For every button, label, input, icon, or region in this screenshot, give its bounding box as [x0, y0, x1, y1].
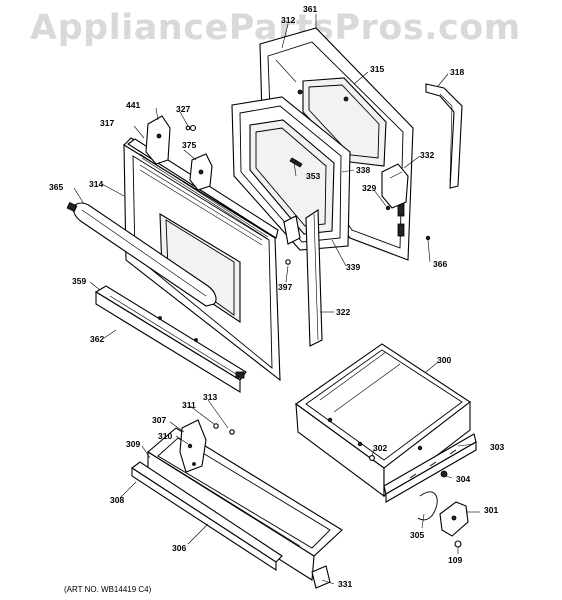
callout-322: 322 — [336, 307, 351, 317]
door-hinge-brackets — [145, 115, 213, 191]
callout-339: 339 — [346, 262, 361, 272]
callout-310: 310 — [158, 431, 173, 441]
drawer-rail — [383, 433, 477, 503]
callout-307: 307 — [152, 415, 167, 425]
art-number: (ART NO. WB14419 C4) — [64, 585, 152, 594]
callout-leaders — [73, 14, 480, 585]
callout-301: 301 — [484, 505, 499, 515]
callout-314: 314 — [89, 179, 104, 189]
callout-366: 366 — [433, 259, 448, 269]
callout-308: 308 — [110, 495, 125, 505]
callout-109: 109 — [448, 555, 463, 565]
callout-332: 332 — [420, 150, 435, 160]
drawer-fastener — [440, 470, 448, 478]
door-side-rail — [283, 208, 323, 347]
callout-309: 309 — [126, 439, 141, 449]
callout-311: 311 — [182, 400, 196, 410]
callout-318: 318 — [450, 67, 465, 77]
hinge-bracket — [381, 163, 409, 209]
callout-441: 441 — [126, 100, 141, 110]
callout-303: 303 — [490, 442, 505, 452]
callout-361: 361 — [303, 4, 318, 14]
callout-329: 329 — [362, 183, 377, 193]
misc-screws — [185, 125, 431, 241]
storage-drawer — [295, 343, 471, 498]
callout-313: 313 — [203, 392, 218, 402]
callout-302: 302 — [373, 443, 388, 453]
callout-306: 306 — [172, 543, 187, 553]
callout-315: 315 — [370, 64, 385, 74]
callout-331: 331 — [338, 579, 353, 589]
drawer-screw — [369, 455, 375, 461]
kick-panel — [147, 427, 343, 589]
door-bottom-trim — [94, 285, 247, 393]
callout-300: 300 — [437, 355, 452, 365]
callout-362: 362 — [90, 334, 105, 344]
callout-365: 365 — [49, 182, 64, 192]
callout-305: 305 — [410, 530, 425, 540]
kick-trim — [131, 461, 283, 572]
callout-338: 338 — [356, 165, 371, 175]
callout-327: 327 — [176, 104, 191, 114]
kick-panel-bracket — [179, 419, 235, 473]
callout-359: 359 — [72, 276, 87, 286]
callout-375: 375 — [182, 140, 197, 150]
callout-317: 317 — [100, 118, 115, 128]
callout-353: 353 — [306, 171, 321, 181]
callout-304: 304 — [456, 474, 471, 484]
door-gasket — [425, 83, 463, 189]
drawer-roller-assembly — [417, 491, 469, 548]
oven-window-frame — [231, 96, 351, 251]
callout-397: 397 — [278, 282, 293, 292]
callout-312: 312 — [281, 15, 296, 25]
door-handle — [66, 202, 217, 307]
